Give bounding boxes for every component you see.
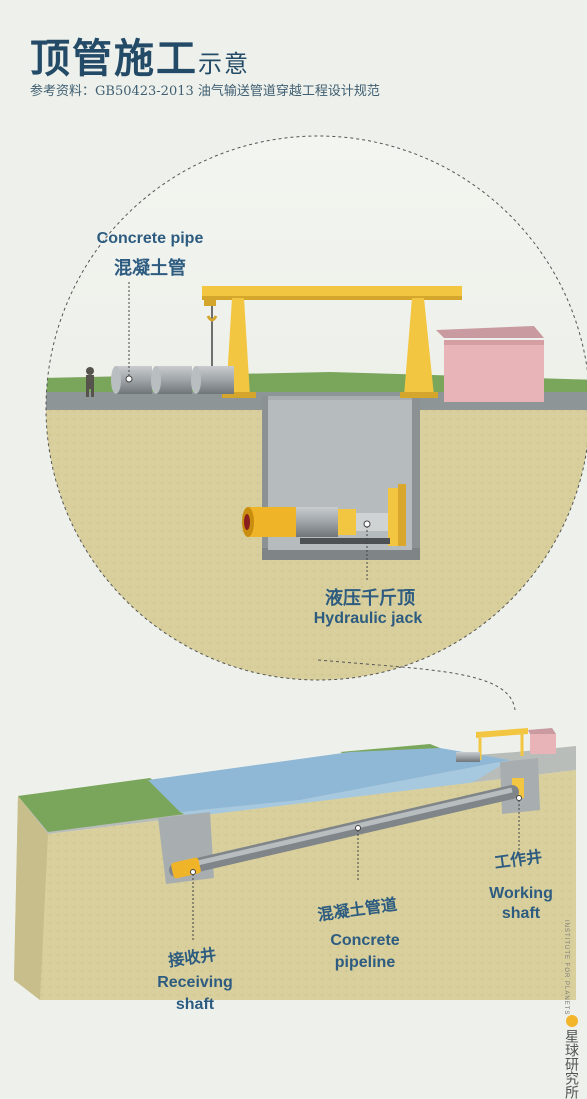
label-pipeline-en-1: Concrete: [330, 932, 400, 949]
page-title: 顶管施工示意: [30, 26, 250, 84]
label-receiving-en-1: Receiving: [157, 974, 233, 991]
site-building: [436, 326, 544, 402]
jack-assembly: [242, 484, 406, 546]
label-hydraulic-jack-en: Hydraulic jack: [313, 610, 423, 627]
stacked-concrete-pipes: [111, 366, 234, 394]
title-main: 顶管施工: [30, 35, 198, 82]
detail-circle-view: [46, 136, 587, 680]
gantry-crane: [202, 286, 462, 398]
label-receiving-en: Receiving shaft: [140, 972, 250, 1016]
label-concrete-pipe-cn: 混凝土管: [114, 258, 186, 279]
label-working-shaft-en-2: shaft: [501, 905, 541, 922]
label-working-shaft-en: Working shaft: [476, 884, 566, 924]
label-receiving-en-2: shaft: [175, 996, 215, 1013]
reference-note: 参考资料：GB50423-2013 油气输送管道穿越工程设计规范: [30, 84, 380, 99]
brand-vertical-text: INSTITUTE FOR PLANETS: [563, 920, 569, 1016]
label-concrete-pipe-en: Concrete pipe: [96, 230, 204, 247]
river-water: [148, 748, 510, 812]
brand-logo-icon: [566, 1015, 578, 1028]
title-suffix: 示意: [198, 50, 250, 78]
pipe-jacking-diagram: [14, 135, 587, 1000]
detail-circle-border: [45, 135, 587, 681]
worker-figure: [86, 367, 94, 397]
label-pipeline-en-2: pipeline: [334, 954, 396, 971]
zoom-connector: [317, 659, 516, 711]
brand-mark: INSTITUTE FOR PLANETS 星球研究所: [563, 920, 581, 1099]
label-pipeline-en: Concrete pipeline: [310, 930, 420, 974]
label-working-shaft-en-1: Working: [489, 885, 553, 902]
cross-section-block: [14, 728, 576, 1000]
brand-name: 星球研究所: [564, 1029, 580, 1099]
label-hydraulic-jack-cn: 液压千斤顶: [325, 588, 415, 609]
